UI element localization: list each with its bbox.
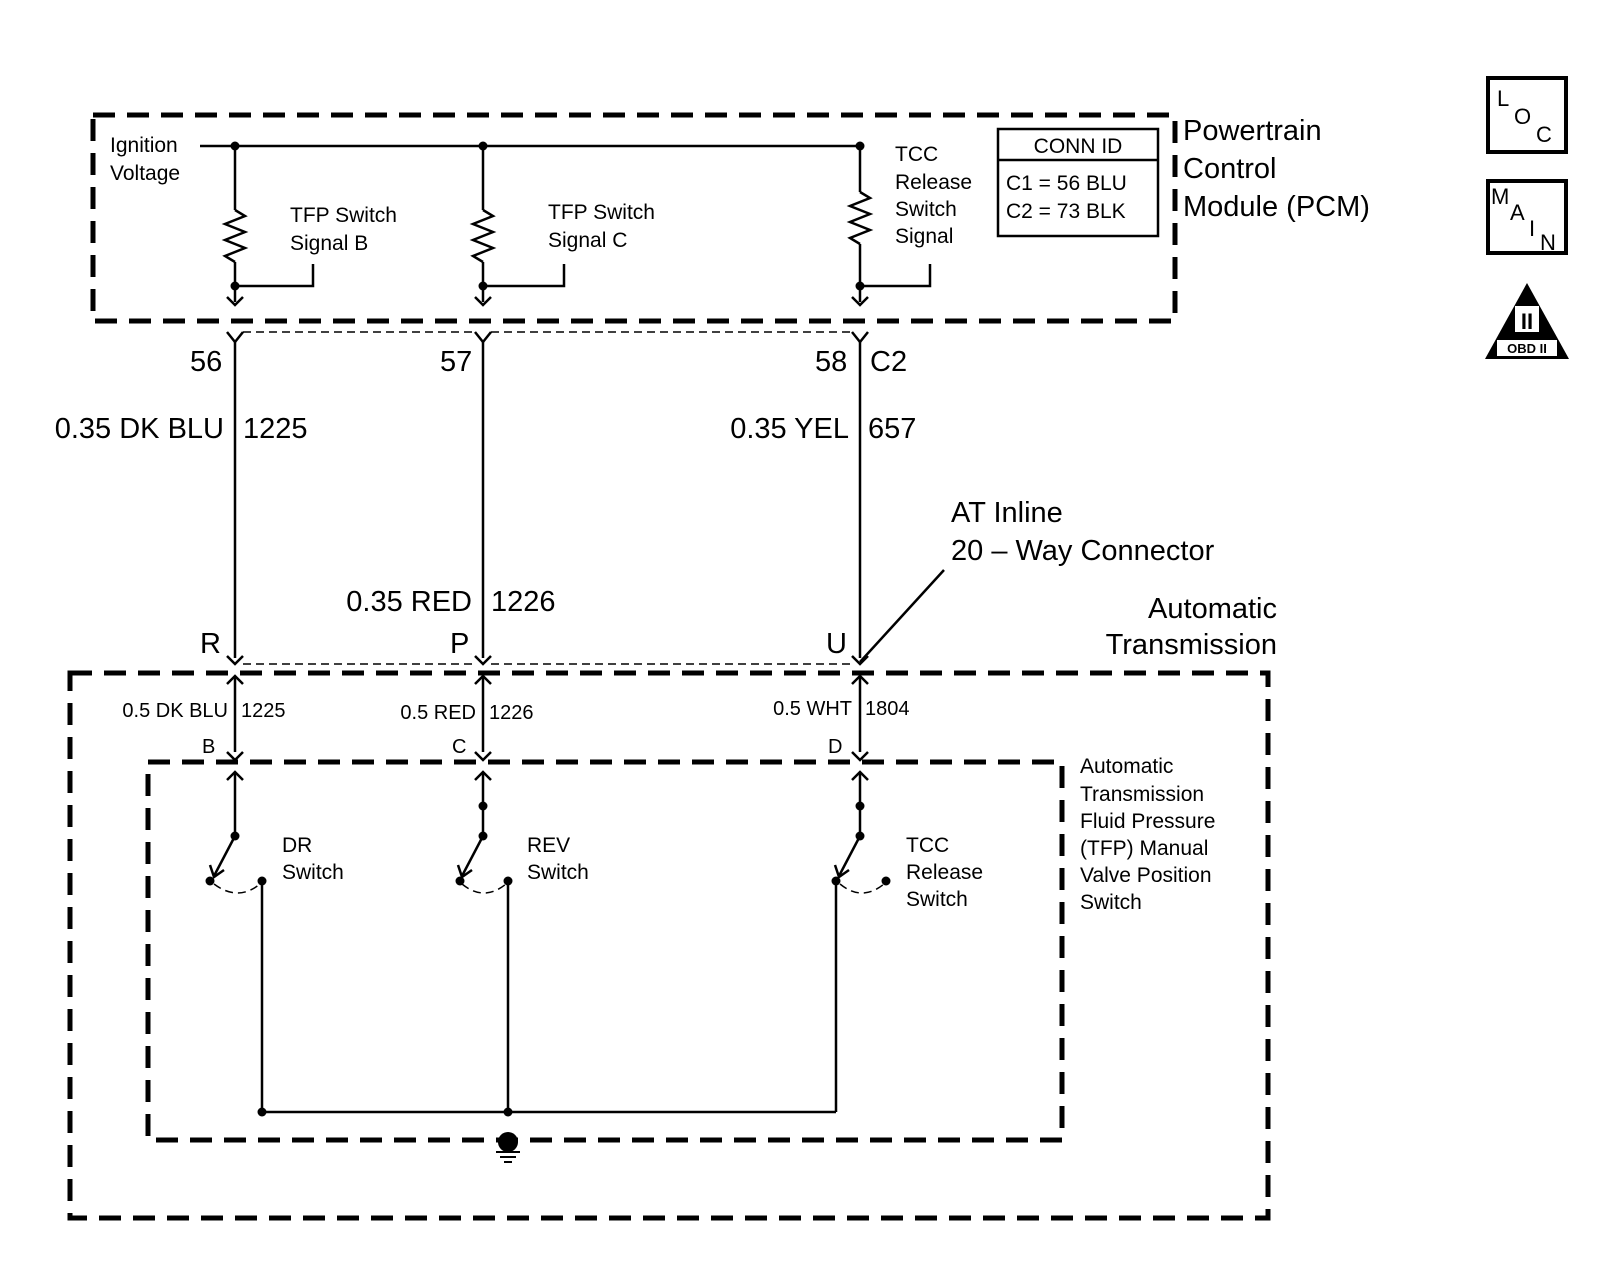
switch-connector	[226, 751, 869, 781]
transmission-title-line2: Transmission	[1106, 629, 1277, 661]
main-letter-m: M	[1491, 184, 1509, 209]
tcc-release-switch-label-line1: TCC	[906, 834, 949, 857]
tcc-signal-label-line2: Release	[895, 171, 972, 194]
wire-3-circuit-label: 657	[868, 413, 916, 445]
conn-id-row-2: C2 = 73 BLK	[1006, 200, 1126, 223]
switch-pin-c: C	[452, 736, 466, 758]
ignition-voltage-label-line1: Ignition	[110, 134, 178, 157]
pcm-pin-57: 57	[440, 346, 472, 378]
tfp-switch-assembly-boundary	[145, 759, 1065, 1143]
tfp-assembly-label-line4: (TFP) Manual	[1080, 837, 1208, 860]
tfp-assembly-label-line2: Transmission	[1080, 783, 1204, 806]
inline-pin-p: P	[450, 628, 469, 660]
obd-roman-numeral: II	[1521, 309, 1533, 334]
inline-connector-label-line2: 20 – Way Connector	[951, 535, 1215, 567]
transmission-title-line1: Automatic	[1148, 593, 1277, 625]
loc-icon: L O C	[1486, 76, 1568, 154]
signal-b-label-line2: Signal B	[290, 232, 368, 255]
inline-connector-label-line1: AT Inline	[951, 497, 1063, 529]
main-icon: M A I N	[1486, 179, 1568, 255]
lower-wire-1-circuit-label: 1225	[241, 700, 286, 722]
inline-pin-u: U	[826, 628, 847, 660]
conn-id-table: CONN ID C1 = 56 BLU C2 = 73 BLK	[996, 127, 1160, 238]
wire-1-circuit-label: 1225	[243, 413, 308, 445]
lower-wire-3-color-label: 0.5 WHT	[773, 698, 852, 720]
rev-switch-label-line1: REV	[527, 834, 570, 857]
dr-switch-label-line1: DR	[282, 834, 312, 857]
main-letter-i: I	[1529, 216, 1535, 241]
ignition-voltage-label-line2: Voltage	[110, 162, 180, 185]
wire-3-color-label: 0.35 YEL	[730, 413, 849, 445]
main-letter-a: A	[1510, 200, 1525, 225]
rev-switch	[455, 772, 513, 1112]
pcm-connector-c2	[226, 331, 869, 345]
tcc-signal-label-line3: Switch	[895, 198, 957, 221]
tcc-release-switch-label-line2: Release	[906, 861, 983, 884]
pcm-title-line1: Powertrain	[1183, 115, 1322, 147]
transmission-boundary	[67, 670, 1271, 1221]
switch-pin-b: B	[202, 736, 215, 758]
resistor-tcc	[846, 190, 874, 246]
pin-arrow-b	[226, 296, 244, 307]
signal-c-label-line1: TFP Switch	[548, 201, 655, 224]
loc-letter-l: L	[1497, 86, 1509, 111]
conn-id-header: CONN ID	[1034, 135, 1123, 158]
rev-switch-label-line2: Switch	[527, 861, 589, 884]
pcm-circuit-signal-b	[221, 146, 315, 307]
lower-wire-1-color-label: 0.5 DK BLU	[122, 700, 228, 722]
tcc-signal-label-line4: Signal	[895, 225, 953, 248]
loc-letter-o: O	[1514, 104, 1531, 129]
ground-bus	[257, 1107, 836, 1163]
obd-ii-text: OBD II	[1507, 341, 1547, 356]
loc-letter-c: C	[1536, 122, 1552, 147]
lower-wire-2-color-label: 0.5 RED	[400, 702, 476, 724]
wire-1-color-label: 0.35 DK BLU	[55, 413, 224, 445]
tcc-release-switch	[831, 772, 891, 1112]
tfp-assembly-label-line3: Fluid Pressure	[1080, 810, 1215, 833]
resistor-b	[221, 208, 249, 264]
lower-wire-3-circuit-label: 1804	[865, 698, 910, 720]
pin-arrow-c	[474, 296, 492, 307]
switch-pin-d: D	[828, 736, 842, 758]
signal-b-label-line1: TFP Switch	[290, 204, 397, 227]
pcm-pin-58: 58	[815, 346, 847, 378]
inline-connector	[226, 569, 945, 685]
wire-2-color-label: 0.35 RED	[346, 586, 472, 618]
main-letter-n: N	[1540, 230, 1556, 255]
conn-id-row-1: C1 = 56 BLU	[1006, 172, 1127, 195]
obd-ii-icon: II OBD II	[1485, 283, 1569, 359]
dr-switch-label-line2: Switch	[282, 861, 344, 884]
lower-wire-2-circuit-label: 1226	[489, 702, 534, 724]
pcm-connector-c2-label: C2	[870, 346, 907, 378]
pcm-module: Powertrain Control Module (PCM) Ignition…	[90, 112, 1370, 324]
pcm-circuit-tcc-signal	[846, 146, 932, 307]
pcm-circuit-signal-c	[469, 146, 566, 307]
tcc-release-switch-label-line3: Switch	[906, 888, 968, 911]
inline-connector-leader	[859, 569, 945, 663]
resistor-c	[469, 208, 497, 264]
tfp-assembly-label-line5: Valve Position	[1080, 864, 1212, 887]
wire-2-circuit-label: 1226	[491, 586, 556, 618]
tcc-signal-label-line1: TCC	[895, 143, 938, 166]
tfp-assembly-label-line1: Automatic	[1080, 755, 1173, 778]
dr-switch	[205, 772, 267, 1112]
pcm-pin-56: 56	[190, 346, 222, 378]
tfp-assembly-label-line6: Switch	[1080, 891, 1142, 914]
inline-pin-r: R	[200, 628, 221, 660]
pin-arrow-tcc	[851, 296, 869, 307]
pcm-title-line3: Module (PCM)	[1183, 191, 1370, 223]
signal-c-label-line2: Signal C	[548, 229, 627, 252]
pcm-title-line2: Control	[1183, 153, 1277, 185]
